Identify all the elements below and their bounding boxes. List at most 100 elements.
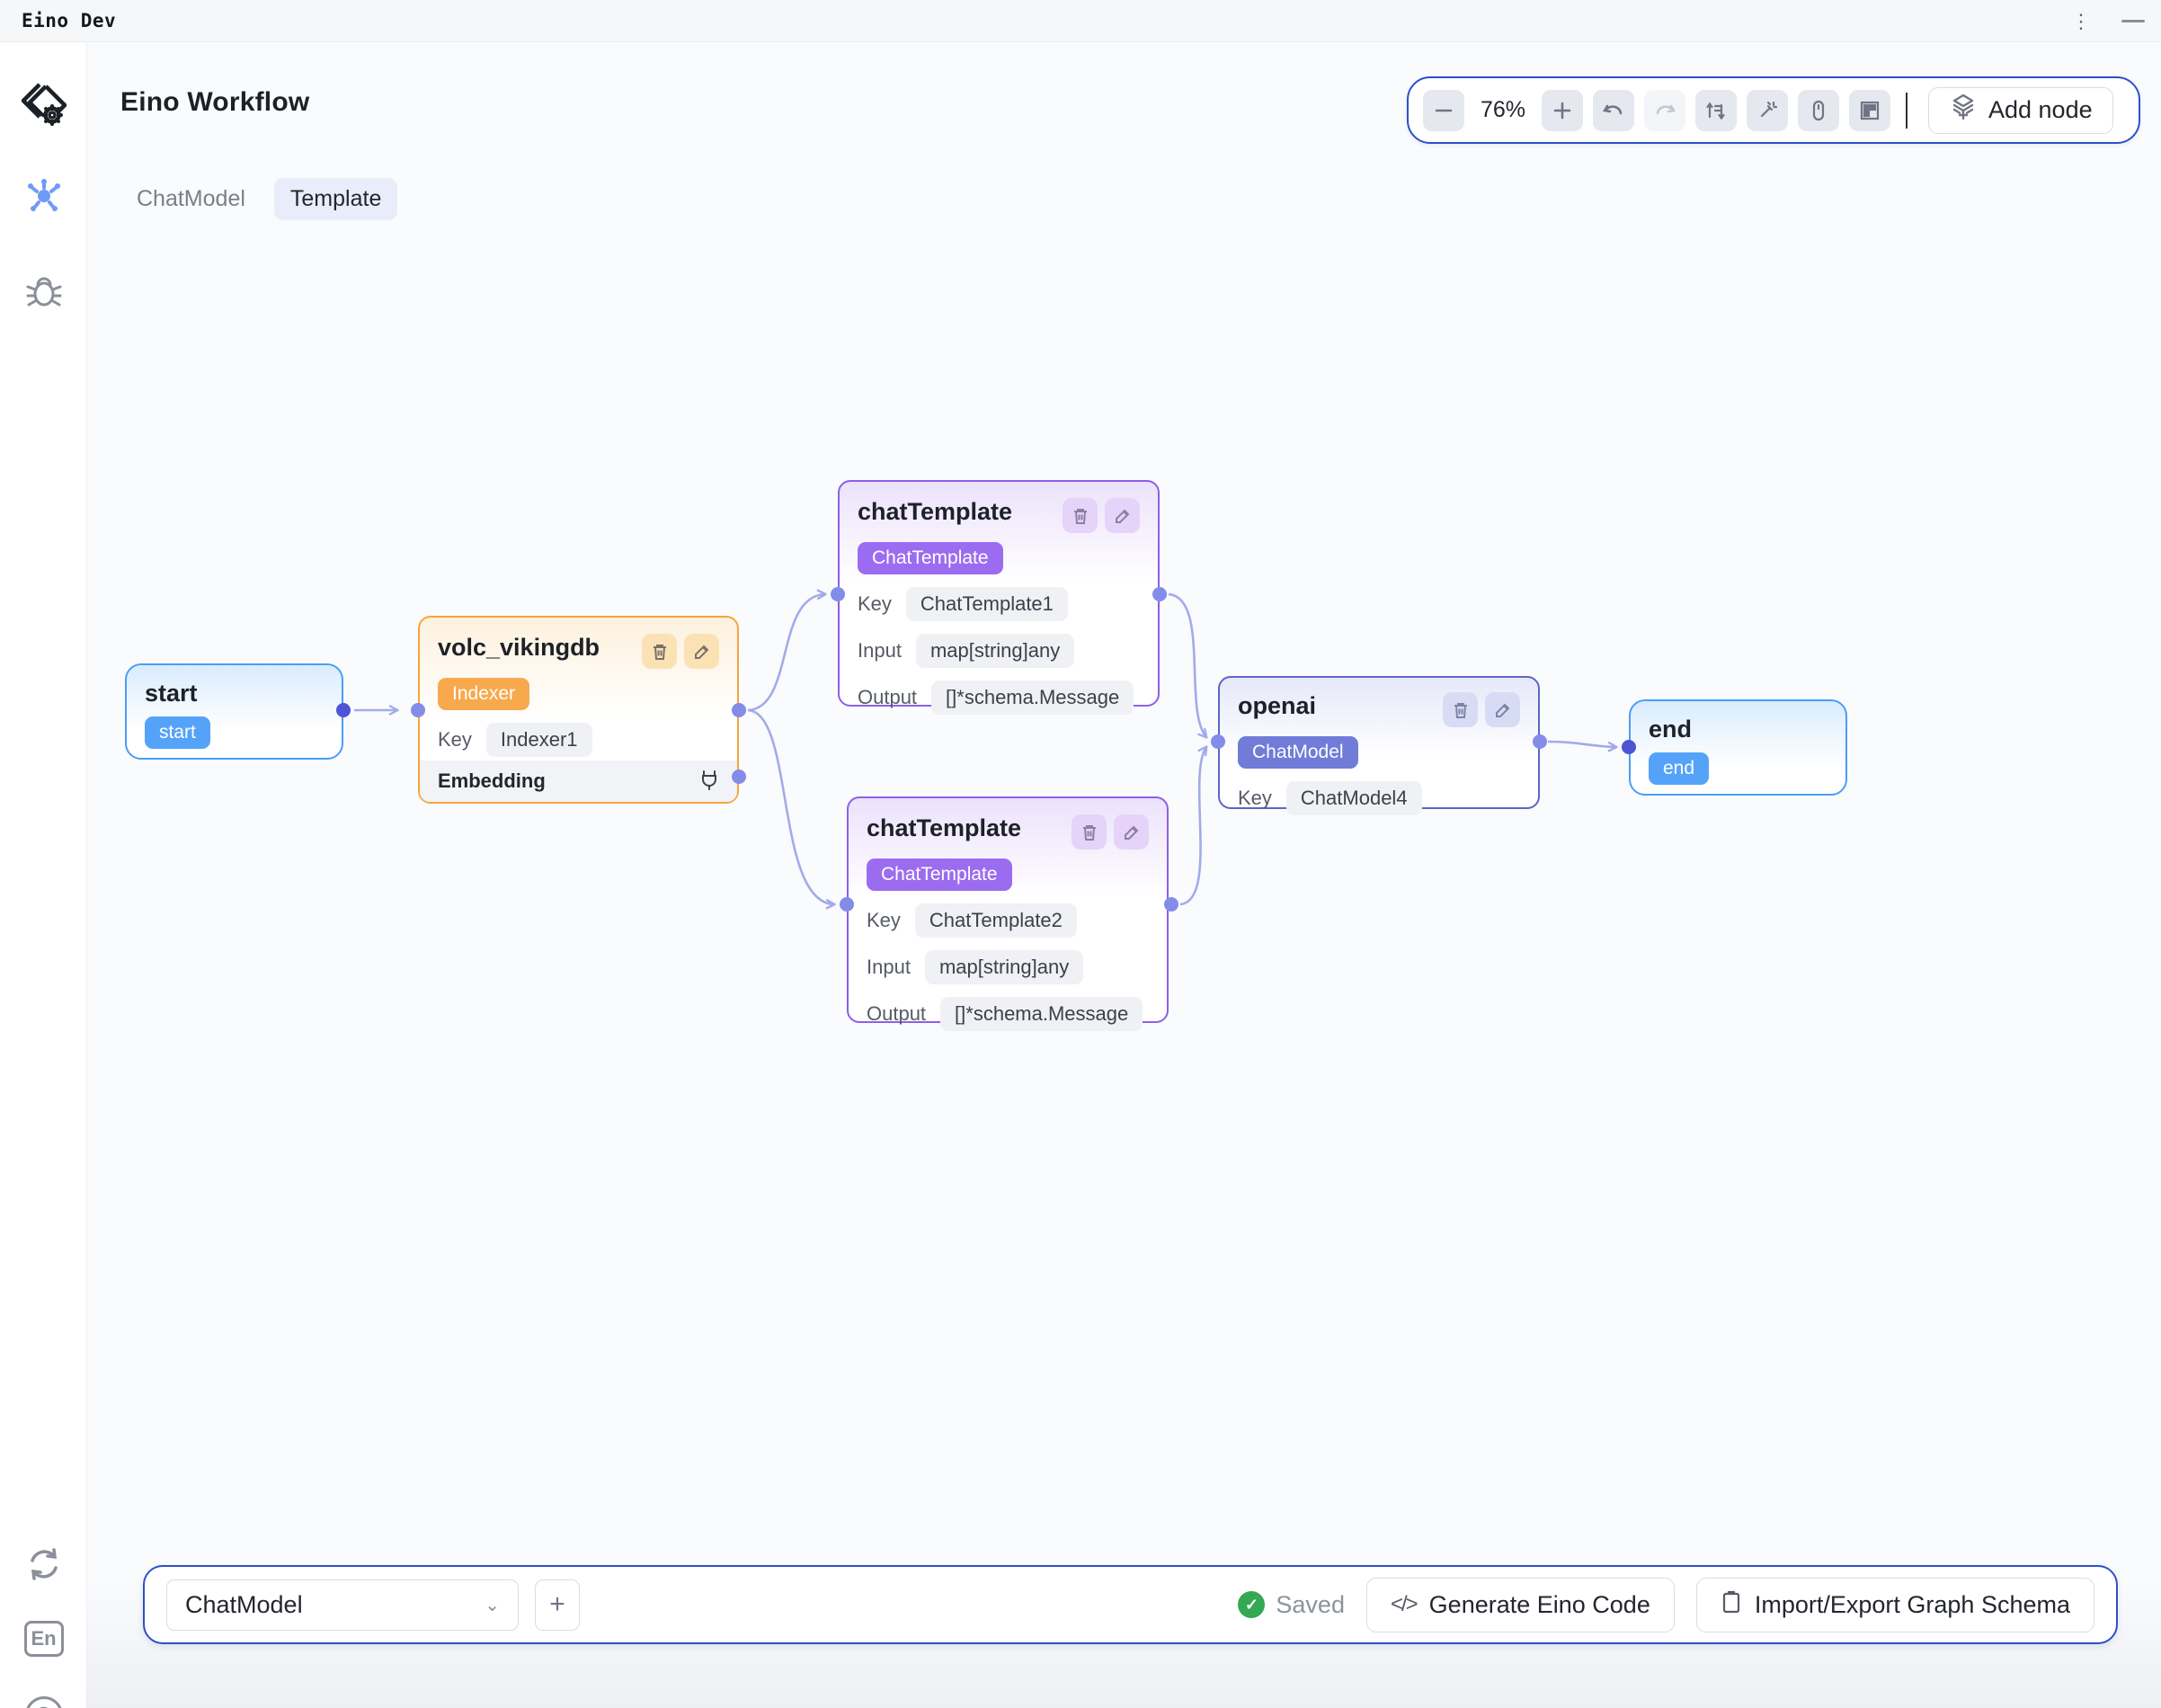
canvas-toolbar: 76% <box>1407 76 2140 144</box>
tab-chatmodel[interactable]: ChatModel <box>137 186 245 211</box>
language-en-icon[interactable]: En <box>0 1621 87 1657</box>
toolbar-divider <box>1906 92 1908 129</box>
edit-node-icon[interactable] <box>684 634 719 669</box>
bottom-action-bar: ChatModel ⌄ + ✓ Saved </> Generate Eino … <box>143 1565 2118 1644</box>
delete-node-icon[interactable] <box>1072 814 1107 850</box>
port-end-in[interactable] <box>1622 740 1636 754</box>
window-more-icon[interactable]: ⋮ <box>2071 9 2091 32</box>
delete-node-icon[interactable] <box>642 634 677 669</box>
sync-icon[interactable] <box>0 1545 87 1583</box>
node-type-select-value: ChatModel <box>185 1590 303 1618</box>
chevron-down-icon: ⌄ <box>485 1595 500 1615</box>
language-label: En <box>23 1621 64 1657</box>
edge-volc-chattemplate1 <box>747 589 827 712</box>
mouse-mode-button[interactable] <box>1798 89 1839 131</box>
save-status: ✓ Saved <box>1238 1591 1345 1619</box>
node-type-badge: Indexer <box>438 678 530 710</box>
window-title: Eino Dev <box>22 10 117 31</box>
node-type-select[interactable]: ChatModel ⌄ <box>166 1579 519 1631</box>
edge-volc-chattemplate2 <box>747 708 836 910</box>
add-node-button[interactable]: Add node <box>1928 86 2113 134</box>
key-value-chip: ChatTemplate2 <box>914 903 1077 938</box>
magic-wand-button[interactable] <box>1747 89 1788 131</box>
delete-node-icon[interactable] <box>1443 692 1478 727</box>
zoom-out-button[interactable] <box>1423 89 1464 131</box>
port-chattemplate1-out[interactable] <box>1152 587 1167 601</box>
node-title: start <box>145 680 198 707</box>
output-value-chip: []*schema.Message <box>931 681 1134 715</box>
node-type-badge: start <box>145 716 210 749</box>
zoom-level: 76% <box>1480 97 1526 122</box>
generate-code-label: Generate Eino Code <box>1428 1590 1650 1618</box>
node-volc-vikingdb[interactable]: volc_vikingdb Indexer Key Indexer1 Embed… <box>418 616 739 804</box>
port-volc-embedding[interactable] <box>732 769 746 784</box>
tab-template[interactable]: Template <box>273 178 398 220</box>
node-title: chatTemplate <box>858 498 1013 525</box>
port-chattemplate1-in[interactable] <box>831 587 845 601</box>
output-value-chip: []*schema.Message <box>940 997 1143 1031</box>
key-label: Key <box>1238 787 1272 809</box>
node-title: end <box>1649 716 1693 743</box>
key-value-chip: Indexer1 <box>485 723 592 757</box>
node-chattemplate2[interactable]: chatTemplate ChatTemplate Key ChatTempla… <box>847 796 1169 1031</box>
port-start-out[interactable] <box>336 703 351 717</box>
node-type-badge: end <box>1649 752 1710 785</box>
key-label: Key <box>438 728 472 751</box>
edit-node-icon[interactable] <box>1114 814 1149 850</box>
breadcrumb-tabs: ChatModel Template <box>120 178 398 220</box>
output-label: Output <box>867 1002 927 1025</box>
embedding-label: Embedding <box>438 769 546 792</box>
output-label: Output <box>858 686 918 708</box>
node-type-badge: ChatTemplate <box>858 542 1003 574</box>
undo-button[interactable] <box>1593 89 1634 131</box>
page-title: Eino Workflow <box>120 87 310 117</box>
debug-bug-icon[interactable] <box>0 271 87 311</box>
edge-chattemplate1-openai <box>1168 592 1208 739</box>
edge-openai-end <box>1547 740 1618 752</box>
clipboard-icon <box>1721 1589 1742 1621</box>
import-export-button[interactable]: Import/Export Graph Schema <box>1695 1577 2094 1632</box>
input-label: Input <box>858 639 902 662</box>
window-titlebar: Eino Dev ⋮ <box>0 0 2161 42</box>
save-status-label: Saved <box>1276 1590 1345 1618</box>
generate-code-button[interactable]: </> Generate Eino Code <box>1365 1577 1675 1632</box>
node-chattemplate1[interactable]: chatTemplate ChatTemplate Key ChatTempla… <box>838 480 1160 715</box>
port-chattemplate2-in[interactable] <box>840 897 854 912</box>
node-title: chatTemplate <box>867 814 1022 841</box>
node-end[interactable]: end end <box>1629 699 1847 796</box>
port-openai-in[interactable] <box>1211 734 1225 749</box>
node-type-badge: ChatModel <box>1238 736 1358 769</box>
port-volc-out[interactable] <box>732 703 746 717</box>
window-minimize-icon[interactable] <box>2121 20 2145 22</box>
key-label: Key <box>858 592 892 615</box>
delete-node-icon[interactable] <box>1063 498 1098 533</box>
node-openai[interactable]: openai ChatModel Key ChatModel4 <box>1218 676 1540 815</box>
zoom-in-button[interactable] <box>1542 89 1583 131</box>
help-icon[interactable]: ? <box>0 1696 87 1708</box>
key-value-chip: ChatModel4 <box>1285 781 1422 815</box>
redo-button[interactable] <box>1644 89 1685 131</box>
embedding-slot[interactable]: Embedding <box>420 761 737 802</box>
add-node-type-button[interactable]: + <box>535 1579 580 1631</box>
key-value-chip: ChatTemplate1 <box>905 587 1068 621</box>
node-start[interactable]: start start <box>125 663 343 760</box>
workflow-graph-icon[interactable] <box>0 175 87 217</box>
auto-layout-button[interactable] <box>1695 89 1737 131</box>
port-openai-out[interactable] <box>1533 734 1547 749</box>
input-label: Input <box>867 956 911 978</box>
code-icon: </> <box>1390 1592 1418 1616</box>
port-chattemplate2-out[interactable] <box>1164 897 1178 912</box>
import-export-label: Import/Export Graph Schema <box>1754 1590 2070 1618</box>
node-title: volc_vikingdb <box>438 634 600 661</box>
add-node-layers-icon <box>1949 93 1978 128</box>
key-label: Key <box>867 909 901 931</box>
edit-node-icon[interactable] <box>1105 498 1140 533</box>
edge-chattemplate2-openai <box>1179 745 1208 906</box>
minimap-button[interactable] <box>1849 89 1890 131</box>
edit-node-icon[interactable] <box>1485 692 1520 727</box>
help-glyph: ? <box>24 1696 63 1708</box>
port-volc-in[interactable] <box>411 703 425 717</box>
left-sidebar: En ? <box>0 42 87 1708</box>
app-logo-icon <box>18 79 72 139</box>
add-node-label: Add node <box>1988 96 2093 123</box>
